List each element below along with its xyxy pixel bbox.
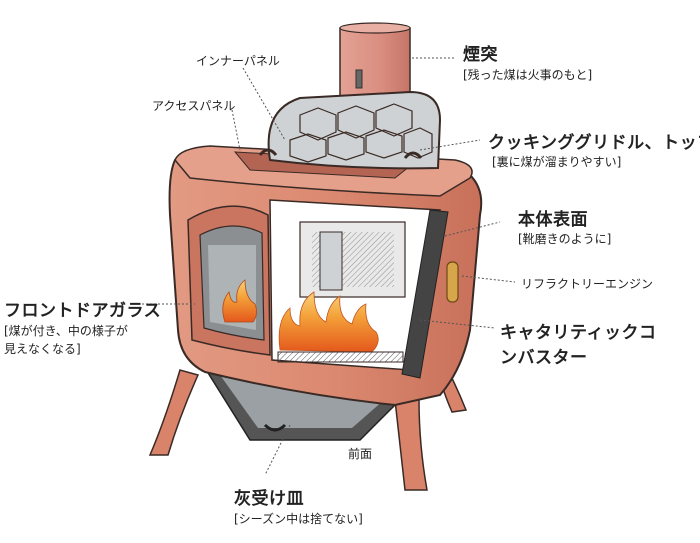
body-surface-note: [靴磨きのように] — [518, 232, 612, 246]
catalytic-label-line2: ンバスター — [500, 348, 588, 368]
flame-icon — [222, 279, 257, 323]
chimney-label: 煙突 — [463, 45, 498, 65]
cutaway-interior — [269, 199, 449, 379]
brass-handle-icon — [446, 261, 459, 303]
front-glass-note-1: [煤が付き、中の様子が — [4, 324, 128, 338]
front-glass-note-2: 見えなくなる] — [4, 342, 81, 356]
body-surface-label: 本体表面 — [518, 210, 588, 230]
griddle-note: [裏に煤が溜まりやすい] — [492, 155, 622, 169]
access-panel-label: アクセスパネル — [152, 99, 236, 113]
hexagon-griddle-icon — [258, 90, 442, 170]
ash-pan-label: 灰受け皿 — [234, 489, 304, 509]
front-glass-label: フロントドアガラス — [4, 301, 162, 321]
refractory-label: リフラクトリーエンジン — [521, 277, 654, 291]
front-door — [187, 205, 271, 356]
front-label: 前面 — [348, 447, 373, 461]
griddle-label: クッキンググリドル、トップ — [488, 133, 700, 153]
ash-pan-note: [シーズン中は捨てない] — [234, 512, 363, 526]
inner-panel-label: インナーパネル — [196, 54, 280, 68]
fire — [278, 291, 379, 353]
catalytic-label-line1: キャタリティックコ — [500, 323, 657, 343]
chimney-note: [残った煤は火事のもと] — [463, 68, 593, 82]
leader-lines — [130, 57, 516, 476]
